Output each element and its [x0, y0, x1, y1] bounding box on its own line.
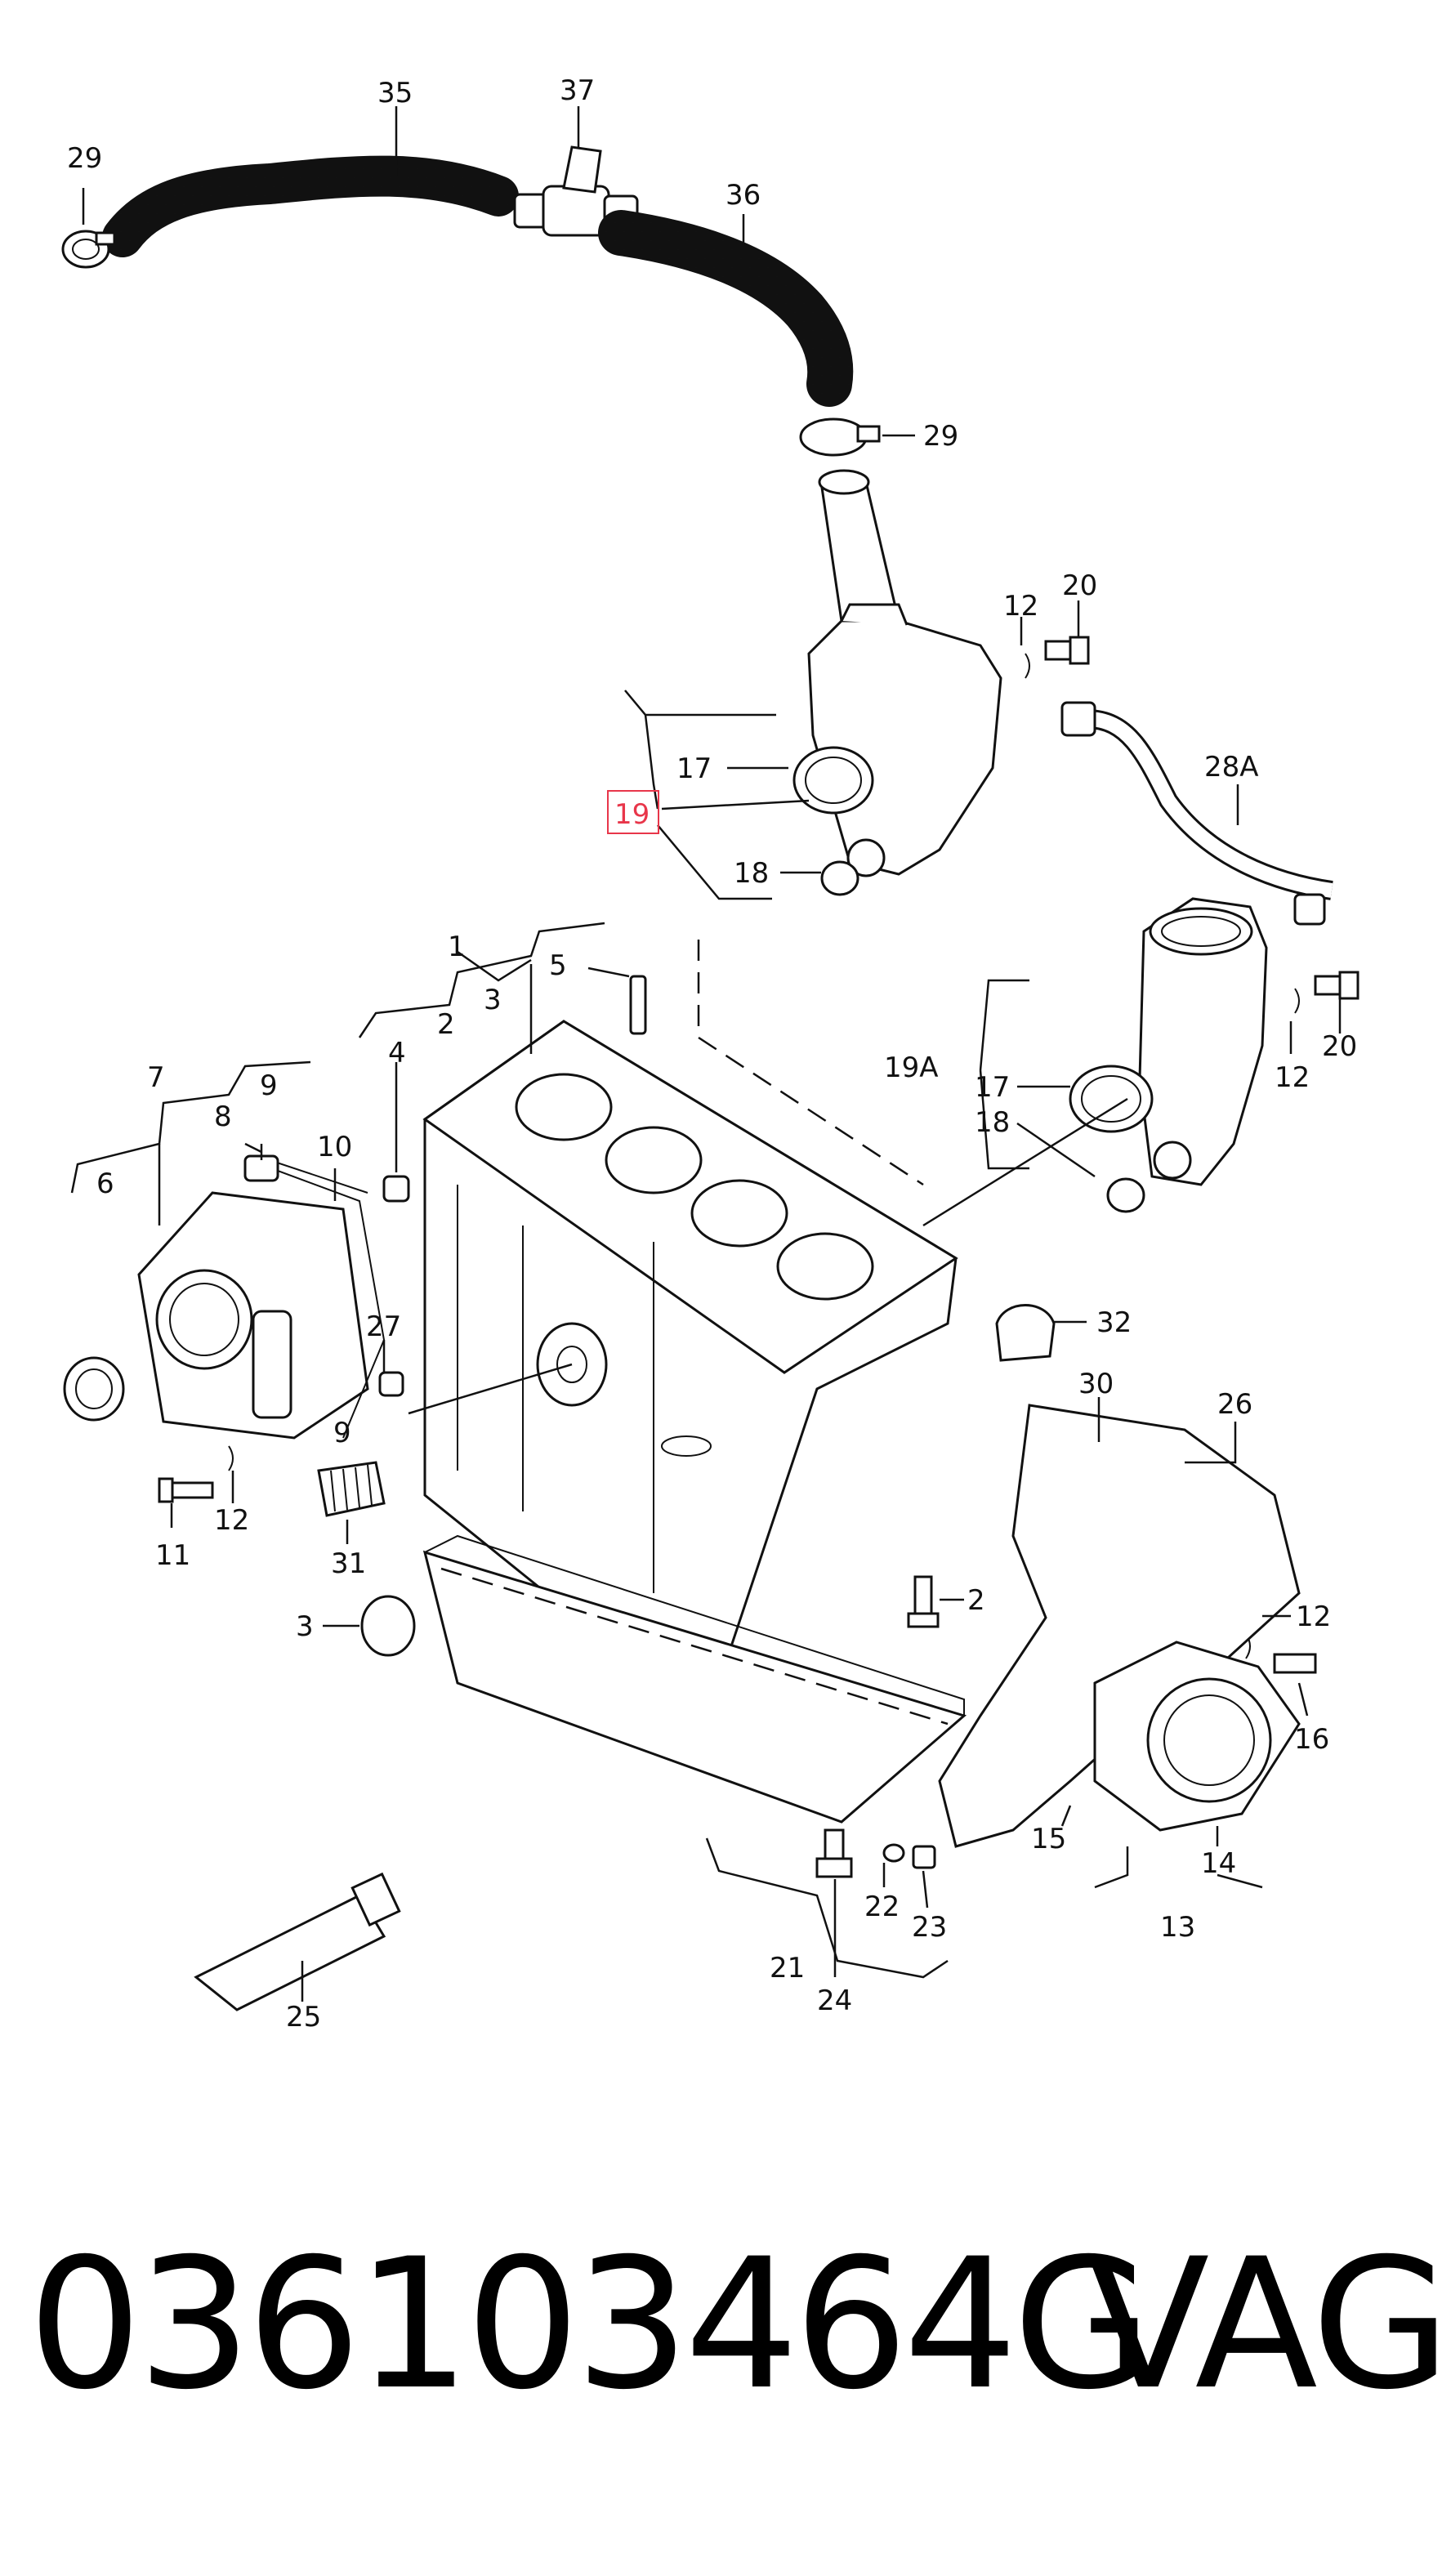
callout-36: 36: [726, 179, 761, 212]
brand-name: VAG: [1087, 2220, 1451, 2429]
seal-ring-left: [63, 1356, 125, 1422]
callout-18-upper: 18: [734, 857, 769, 890]
breather-hose-36: [598, 210, 854, 407]
callout-30: 30: [1078, 1368, 1114, 1400]
bolt-20-upper: [1044, 636, 1090, 665]
callout-4: 4: [388, 1037, 406, 1069]
callout-12-left: 12: [214, 1504, 249, 1537]
callout-31: 31: [331, 1547, 366, 1580]
callout-19-highlighted[interactable]: 19: [607, 790, 659, 834]
callout-15: 15: [1031, 1823, 1066, 1855]
part-number: 036103464G: [28, 2220, 1152, 2429]
callout-19A: 19A: [884, 1051, 939, 1084]
hose-clamp-29-right: [799, 417, 881, 457]
bolt-23: [912, 1845, 936, 1869]
spring-31: [317, 1461, 386, 1517]
callout-12-upper: 12: [1003, 590, 1038, 623]
gasket-17: [792, 746, 874, 815]
callout-17-upper: 17: [676, 752, 712, 785]
callout-29-right: 29: [923, 420, 958, 453]
callout-25: 25: [286, 2001, 321, 2034]
seal-22: [882, 1843, 905, 1863]
bolt-16: [1273, 1653, 1317, 1674]
seal-flange-left: [137, 1159, 386, 1440]
callout-35: 35: [377, 77, 413, 109]
callout-2-top: 2: [437, 1008, 455, 1041]
oil-filler-neck: [818, 469, 900, 623]
callout-32: 32: [1096, 1306, 1132, 1339]
callout-3-left: 3: [296, 1610, 314, 1643]
callout-7: 7: [147, 1061, 165, 1094]
callout-11: 11: [155, 1539, 190, 1572]
callout-9-top: 9: [260, 1069, 278, 1102]
callout-23: 23: [912, 1911, 947, 1944]
breather-housing-19A: [1138, 897, 1268, 1186]
callout-labels: 35 37 29 36 29 12 20 28A 17 18 19 1 5 3 …: [67, 74, 1357, 2034]
callout-20-lower: 20: [1322, 1030, 1357, 1063]
callout-12-right: 12: [1296, 1601, 1331, 1633]
sealant-tube-25: [194, 1872, 401, 2011]
callout-1: 1: [448, 931, 466, 963]
gasket-17-lower: [1069, 1065, 1154, 1133]
callout-21: 21: [770, 1952, 805, 1984]
connector-37: [513, 145, 639, 237]
hose-clamp-29-left: [61, 230, 116, 269]
o-ring-18: [820, 860, 859, 896]
cylinder-block: [408, 1020, 958, 1701]
callout-5: 5: [549, 949, 567, 982]
breather-hose-35: [102, 155, 519, 257]
dowel-5: [629, 975, 647, 1035]
bolt-20-lower: [1314, 971, 1359, 1000]
o-ring-18-lower: [1106, 1177, 1145, 1213]
seal-flange-13: [1093, 1641, 1301, 1832]
leader-lines: [70, 106, 1342, 2002]
oil-pan: [422, 1534, 967, 1824]
callout-13: 13: [1160, 1911, 1195, 1944]
callout-37: 37: [560, 74, 595, 107]
drain-plug-24: [815, 1828, 853, 1878]
callout-9-bottom: 9: [333, 1417, 351, 1449]
sleeve-4: [382, 1175, 410, 1203]
plug-3-left: [360, 1595, 416, 1657]
callout-18-lower: 18: [975, 1106, 1010, 1139]
callout-2-right: 2: [967, 1584, 985, 1617]
callout-8: 8: [214, 1100, 232, 1133]
hose-28A: [1060, 701, 1333, 926]
callout-26: 26: [1217, 1388, 1252, 1421]
callout-3-top: 3: [484, 984, 502, 1016]
callout-10: 10: [317, 1131, 352, 1163]
cover-plate-26: [938, 1404, 1301, 1848]
svg-text:19: 19: [614, 798, 650, 831]
callout-22: 22: [864, 1891, 900, 1923]
breather-housing-19: [807, 603, 1002, 877]
sleeve-27: [378, 1371, 404, 1397]
exploded-parts-diagram: 35 37 29 36 29 12 20 28A 17 18 19 1 5 3 …: [61, 74, 1359, 2034]
callout-28A: 28A: [1204, 751, 1259, 784]
callout-17-lower: 17: [975, 1071, 1010, 1104]
callout-20-upper: 20: [1062, 569, 1097, 602]
bolt-11: [158, 1477, 214, 1503]
bolt-2-right: [907, 1575, 940, 1628]
callout-14: 14: [1201, 1847, 1236, 1880]
callout-6: 6: [96, 1167, 114, 1200]
callout-12-lower: 12: [1275, 1061, 1310, 1094]
callout-16: 16: [1294, 1723, 1329, 1756]
callout-29-left: 29: [67, 142, 102, 175]
callout-27: 27: [366, 1310, 401, 1343]
callout-24: 24: [817, 1984, 852, 2017]
cover-32: [995, 1304, 1056, 1362]
